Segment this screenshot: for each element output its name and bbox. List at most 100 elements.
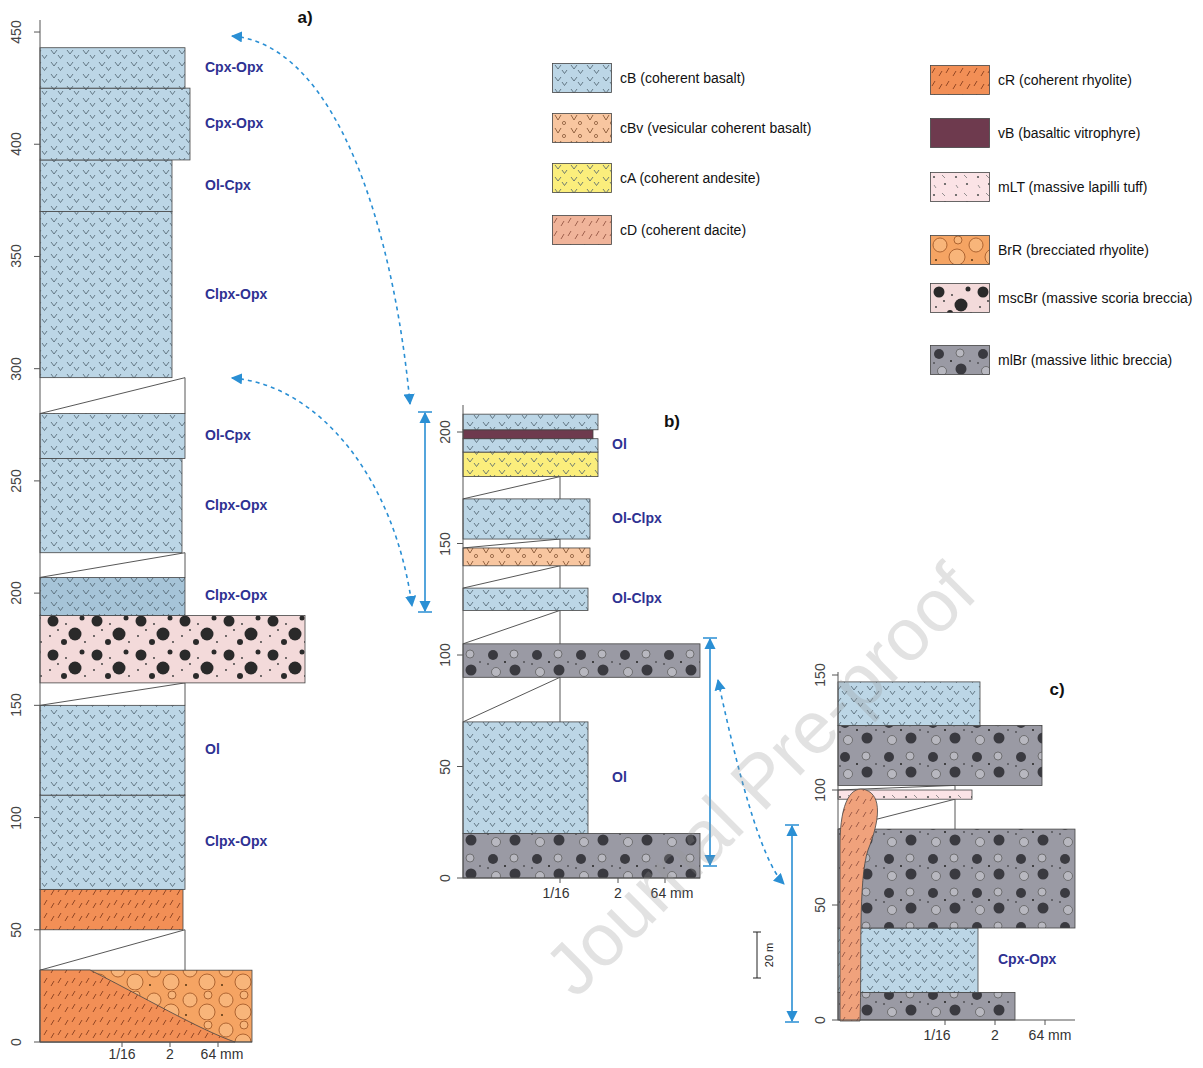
depth-axis [40,20,41,1042]
scale-bar-line [753,932,761,978]
legend-text: cB (coherent basalt) [620,70,920,87]
log-column [34,20,305,1047]
bed [463,644,700,677]
mineral-assemblage: Cpx-Opx [998,952,1056,967]
legend-swatch-pattern [553,216,612,245]
bed [40,795,185,889]
axis-tick [1045,1020,1046,1025]
legend-swatch [553,164,612,193]
legend-swatch [553,114,612,143]
scale-label: 20 m [763,943,775,967]
axis-tick [34,144,40,145]
axis-number: 0 [9,1038,24,1046]
grain-size-label: 1/16 [923,1028,950,1043]
axis-tick [34,705,40,706]
grain-size-label: 2 [991,1028,999,1043]
mineral-assemblage: Ol [205,743,220,758]
axis-tick [457,432,463,433]
bed [463,430,593,439]
axis-tick [832,790,838,791]
axis-number: 50 [813,897,828,913]
bed [463,588,588,610]
legend-text: mLT (massive lapilli tuff) [998,179,1193,196]
correlation-arrow [232,36,410,404]
mineral-assemblage: Cpx-Opx [205,116,263,131]
correlation-arrow [232,378,412,606]
bed [463,439,598,452]
rhyolite-body-pattern [40,970,235,1042]
bed-pattern [463,548,590,566]
legend-swatch-frame [552,113,612,143]
axis-number: 150 [9,694,24,717]
grain-size-axis [40,1042,252,1043]
bed-pattern [463,644,700,677]
axis-number: 200 [438,420,453,443]
grain-size-label: 2 [166,1047,174,1062]
legend-swatch-frame [930,118,990,148]
legend-swatch-frame [552,63,612,93]
bed-pattern [463,414,598,430]
legend-row: mLT (massive lapilli tuff) [930,172,1193,202]
bed [40,970,252,1042]
mineral-assemblage: Ol-Clpx [612,511,662,526]
legend-text: vB (basaltic vitrophyre) [998,125,1193,142]
bed-pattern [40,160,172,212]
axis-tick [34,593,40,594]
bed [40,705,185,795]
legend-swatch [553,216,612,245]
bed [463,452,598,477]
bed [40,616,305,683]
bed-pattern [838,829,1075,928]
axis-tick [945,1020,946,1025]
axis-tick [832,1020,838,1021]
mineral-assemblage: Ol [612,770,627,785]
legend-swatch [931,346,990,375]
legend-swatch-frame [552,215,612,245]
bracket-line [424,413,426,611]
bed [838,726,1042,786]
correlation-bracket [785,825,799,1022]
rhyolite-dike-pattern [840,789,878,1021]
axis-tick [34,817,40,818]
bed-pattern [40,88,190,160]
legend-swatch-pattern [931,236,990,265]
legend-swatch [931,173,990,202]
grain-size-axis [838,1020,1075,1021]
rhyolite-dike [840,789,878,1021]
mineral-assemblage: Clpx-Opx [205,835,267,850]
bed-pattern [838,726,1042,786]
legend-swatch-frame [930,345,990,375]
bed [463,499,590,539]
legend-text: mlBr (massive lithic breccia) [998,352,1193,369]
bed [838,992,1015,1020]
log-column [457,405,700,883]
panel-letter: a) [297,9,312,28]
bed [40,212,172,378]
legend-row: cR (coherent rhyolite) [930,65,1193,95]
bed-pattern [463,439,598,452]
axis-number: 50 [438,759,453,775]
legend-swatch-pattern [931,346,990,375]
mineral-assemblage: Ol [612,438,627,453]
axis-number: 100 [9,806,24,829]
covered-interval [838,785,955,790]
axis-tick [34,32,40,33]
legend-swatch [931,284,990,313]
legend-swatch-frame [930,283,990,313]
bed [463,548,590,566]
axis-tick [122,1042,123,1047]
mineral-assemblage: Clpx-Opx [205,287,267,302]
axis-tick [457,878,463,879]
covered-interval [463,477,560,499]
legend-row: vB (basaltic vitrophyre) [930,118,1193,148]
legend-swatch-frame [552,163,612,193]
axis-tick [832,905,838,906]
bed-pattern [463,452,598,477]
bed-pattern [40,795,185,889]
legend-swatch-frame [930,172,990,202]
axis-number: 200 [9,581,24,604]
grain-size-label: 1/16 [108,1047,135,1062]
bracket-caps [785,825,799,1022]
grain-size-label: 64 mm [1029,1028,1072,1043]
